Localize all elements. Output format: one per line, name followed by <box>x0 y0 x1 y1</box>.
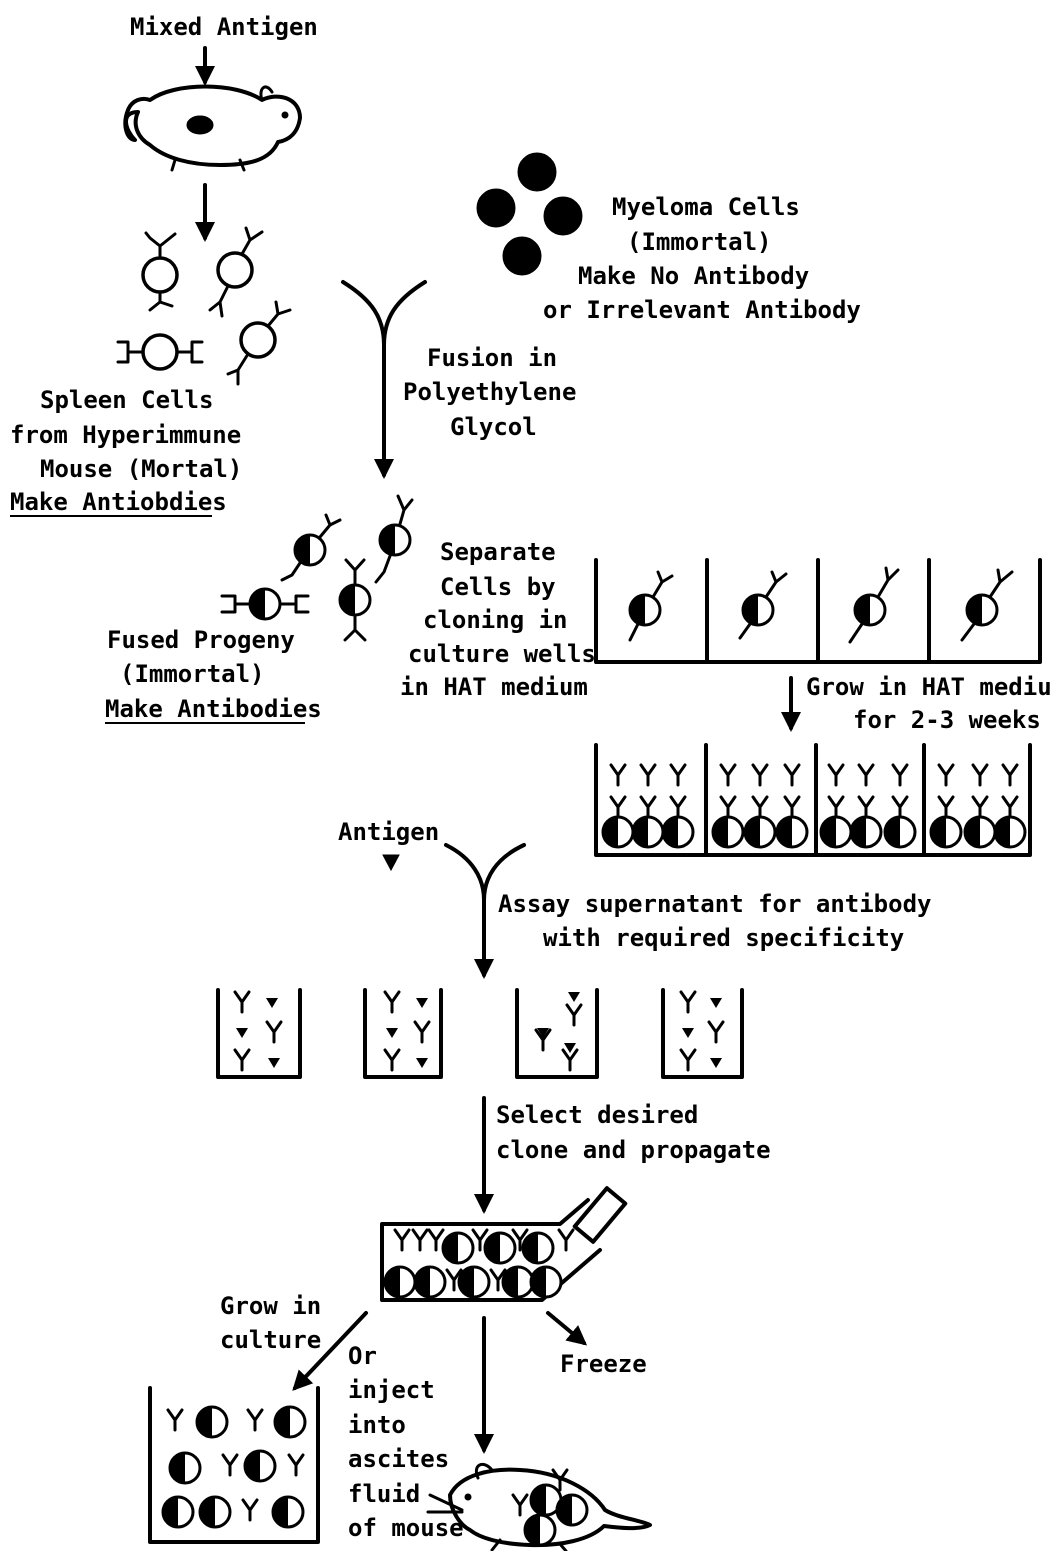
fused-label-2: (Immortal) <box>120 660 265 688</box>
fusion-label-1: Fusion in <box>427 344 557 372</box>
inject-label-4: ascites <box>348 1445 449 1473</box>
antigen-label: Antigen <box>338 818 439 846</box>
culture-vessel <box>150 1388 318 1542</box>
antigen-icon <box>383 855 399 870</box>
inject-label-2: inject <box>348 1376 435 1404</box>
culture-flask-icon <box>382 1188 625 1300</box>
spleen-label-4: Make Antiobdies <box>10 488 227 516</box>
grow-hat-label-1: Grow in HAT medium <box>806 673 1050 701</box>
spleen-label-2: from Hyperimmune <box>10 421 241 449</box>
separate-label-4: culture wells <box>408 640 596 668</box>
myeloma-label-2: (Immortal) <box>627 228 772 256</box>
myeloma-label-4: or Irrelevant Antibody <box>543 296 861 324</box>
separate-label-2: Cells by <box>440 573 556 601</box>
myeloma-label-3: Make No Antibody <box>578 262 809 290</box>
inject-label-6: of mouse <box>348 1514 464 1542</box>
hybridoma-cell-icon <box>222 496 412 640</box>
fused-label-3: Make Antibodies <box>105 695 322 723</box>
assay-label-1: Assay supernatant for antibody <box>498 890 931 918</box>
grow-culture-label-2: culture <box>220 1326 321 1354</box>
myeloma-cell-icon <box>477 153 582 275</box>
cloning-wells <box>596 560 1040 662</box>
fusion-label-3: Glycol <box>450 413 537 441</box>
freeze-arrow <box>548 1313 584 1343</box>
mouse-icon <box>125 87 300 171</box>
fusion-label-2: Polyethylene <box>403 378 576 406</box>
grow-hat-label-2: for 2-3 weeks <box>853 706 1041 734</box>
assay-label-2: with required specificity <box>543 924 904 952</box>
spleen-label-1: Spleen Cells <box>40 386 213 414</box>
inject-label-3: into <box>348 1411 406 1439</box>
assay-wells <box>218 990 742 1077</box>
grow-culture-label-1: Grow in <box>220 1292 321 1320</box>
spleen-cell-icon <box>118 228 290 384</box>
separate-label-1: Separate <box>440 538 556 566</box>
select-label-1: Select desired <box>496 1101 698 1129</box>
spleen-label-3: Mouse (Mortal) <box>40 455 242 483</box>
inject-label-5: fluid <box>348 1480 420 1508</box>
fused-label-1: Fused Progeny <box>107 626 295 654</box>
myeloma-label-1: Myeloma Cells <box>612 193 800 221</box>
freeze-label: Freeze <box>560 1350 647 1378</box>
inject-label-1: Or <box>348 1342 377 1370</box>
select-label-2: clone and propagate <box>496 1136 771 1164</box>
mixed-antigen-label: Mixed Antigen <box>130 13 318 41</box>
separate-label-5: in HAT medium <box>400 673 588 701</box>
separate-label-3: cloning in <box>423 606 568 634</box>
